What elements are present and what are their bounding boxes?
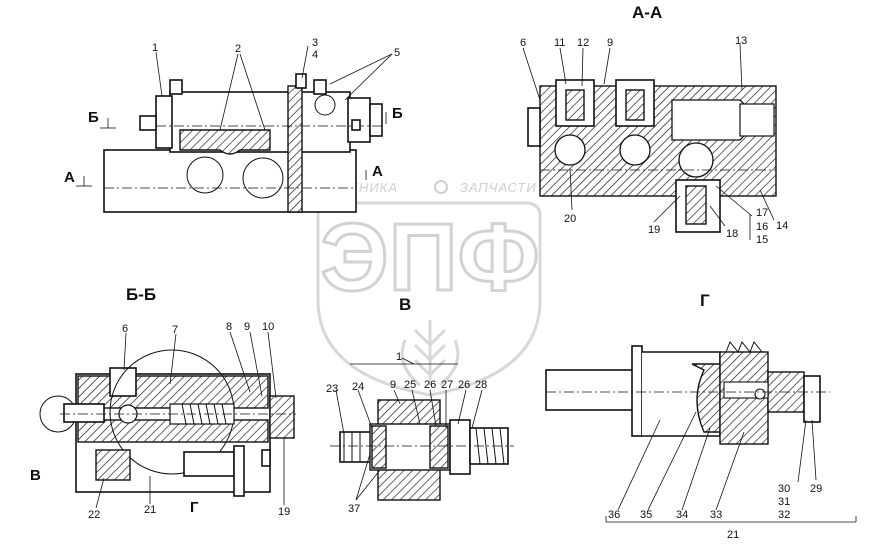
- callout-g-31: 31: [778, 496, 790, 508]
- main-cutaway: [179, 129, 271, 155]
- callout-bb-6: 6: [122, 323, 128, 335]
- callout-4: 4: [312, 49, 318, 61]
- main-left-cap: [155, 95, 173, 149]
- callout-bb-21: 21: [144, 504, 156, 516]
- callout-3: 3: [312, 37, 318, 49]
- bb-end-cap: [269, 395, 295, 439]
- callout-v-1: 1: [396, 351, 402, 363]
- callout-aa-9: 9: [607, 37, 613, 49]
- callout-v-9: 9: [390, 379, 396, 391]
- watermark-brand-right: ЗАПЧАСТИ: [460, 180, 537, 195]
- callout-v-25: 25: [404, 379, 416, 391]
- callout-aa-13: 13: [735, 35, 747, 47]
- watermark: ТЕХНИКА ЗАПЧАСТИ ЭПФ: [316, 180, 542, 397]
- callout-aa-16: 16: [756, 221, 768, 233]
- callout-g-34: 34: [676, 509, 688, 521]
- section-marker-a-right: А: [372, 163, 383, 180]
- main-lower-body: [103, 149, 357, 213]
- detail-g: Г 36 35 34 33 29 30 31 32 21: [545, 291, 857, 541]
- callout-bb-19: 19: [278, 506, 290, 518]
- section-title-bb: Б-Б: [126, 285, 156, 304]
- main-port: [314, 94, 336, 116]
- callout-aa-17: 17: [756, 207, 768, 219]
- callout-2: 2: [235, 43, 241, 55]
- callout-v-37: 37: [348, 503, 360, 515]
- section-marker-a-left: А: [64, 169, 75, 186]
- main-left-bolt: [139, 115, 157, 131]
- callout-v-27: 27: [441, 379, 453, 391]
- bb-top-bolt: [109, 367, 137, 397]
- watermark-logo: ЭПФ: [320, 204, 539, 311]
- callout-g-30: 30: [778, 483, 790, 495]
- callout-g-35: 35: [640, 509, 652, 521]
- callout-g-36: 36: [608, 509, 620, 521]
- callout-aa-14: 14: [776, 220, 788, 232]
- callout-g-29: 29: [810, 483, 822, 495]
- detail-marker-v: В: [30, 467, 41, 484]
- main-view: 1 2 3 4 5 Б Б А А: [64, 37, 403, 213]
- g-shaft: [545, 369, 637, 411]
- callout-aa-11: 11: [554, 37, 565, 49]
- callout-v-26b: 26: [458, 379, 470, 391]
- callout-v-24: 24: [352, 381, 364, 393]
- callout-bb-7: 7: [172, 324, 178, 336]
- callout-aa-20: 20: [564, 213, 576, 225]
- section-title-g: Г: [700, 291, 710, 310]
- callout-aa-19: 19: [648, 224, 660, 236]
- callout-bb-10: 10: [262, 321, 274, 333]
- section-title-v: В: [399, 295, 411, 314]
- section-bb: Б-Б 6 7 8 9 10 22 21 19 В: [30, 285, 296, 521]
- g-flange: [631, 345, 643, 437]
- detail-marker-g: Г: [190, 499, 199, 516]
- callout-5: 5: [394, 47, 400, 59]
- section-marker-b-left: Б: [88, 109, 99, 126]
- detail-v: В 1 23 24 9 25 26 27 26 28 37: [326, 295, 514, 515]
- section-title-aa: А-А: [632, 3, 662, 22]
- main-right-plug: [369, 103, 383, 137]
- callout-v-23: 23: [326, 383, 338, 395]
- main-ball-right: [242, 157, 284, 199]
- callout-aa-12: 12: [577, 37, 589, 49]
- callout-g-32: 32: [778, 509, 790, 521]
- callout-bb-22: 22: [88, 509, 100, 521]
- main-flange-plate: [287, 85, 303, 213]
- wheat-emblem-icon: [400, 320, 460, 387]
- callout-bb-9: 9: [244, 321, 250, 333]
- main-ball-left: [186, 156, 224, 194]
- callout-1: 1: [152, 42, 158, 54]
- section-marker-b-right: Б: [392, 105, 403, 122]
- callout-g-33: 33: [710, 509, 722, 521]
- main-top-bolt-1: [295, 73, 307, 89]
- callout-v-28: 28: [475, 379, 487, 391]
- callout-aa-15: 15: [756, 234, 768, 246]
- gear-icon: [434, 180, 448, 194]
- callout-aa-6: 6: [520, 37, 526, 49]
- main-top-bolt-2: [313, 79, 327, 95]
- callout-aa-18: 18: [726, 228, 738, 240]
- callout-g-21: 21: [727, 529, 739, 541]
- callout-v-26a: 26: [424, 379, 436, 391]
- main-top-bolt-3: [169, 79, 183, 95]
- section-aa: А-А 6 11 12 9 13 20 19 18 17: [520, 3, 788, 246]
- aa-end-cap: [527, 107, 541, 147]
- callout-bb-8: 8: [226, 321, 232, 333]
